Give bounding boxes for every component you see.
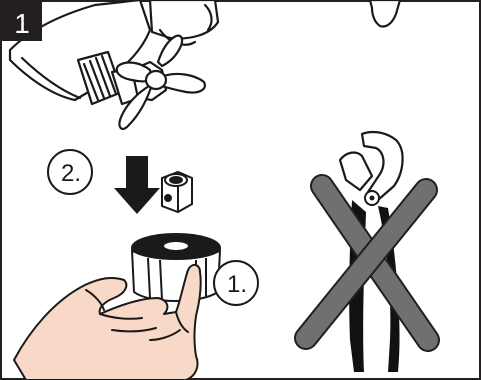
callout-1: 1. <box>214 261 258 305</box>
step-number: 1 <box>14 8 30 39</box>
callout-2-label: 2. <box>61 160 81 187</box>
slotted-ring-icon <box>132 234 220 301</box>
callout-2: 2. <box>48 150 92 194</box>
callout-1-label: 1. <box>227 271 247 298</box>
step-badge: 1 <box>2 2 42 41</box>
hex-nut-icon <box>162 172 192 212</box>
